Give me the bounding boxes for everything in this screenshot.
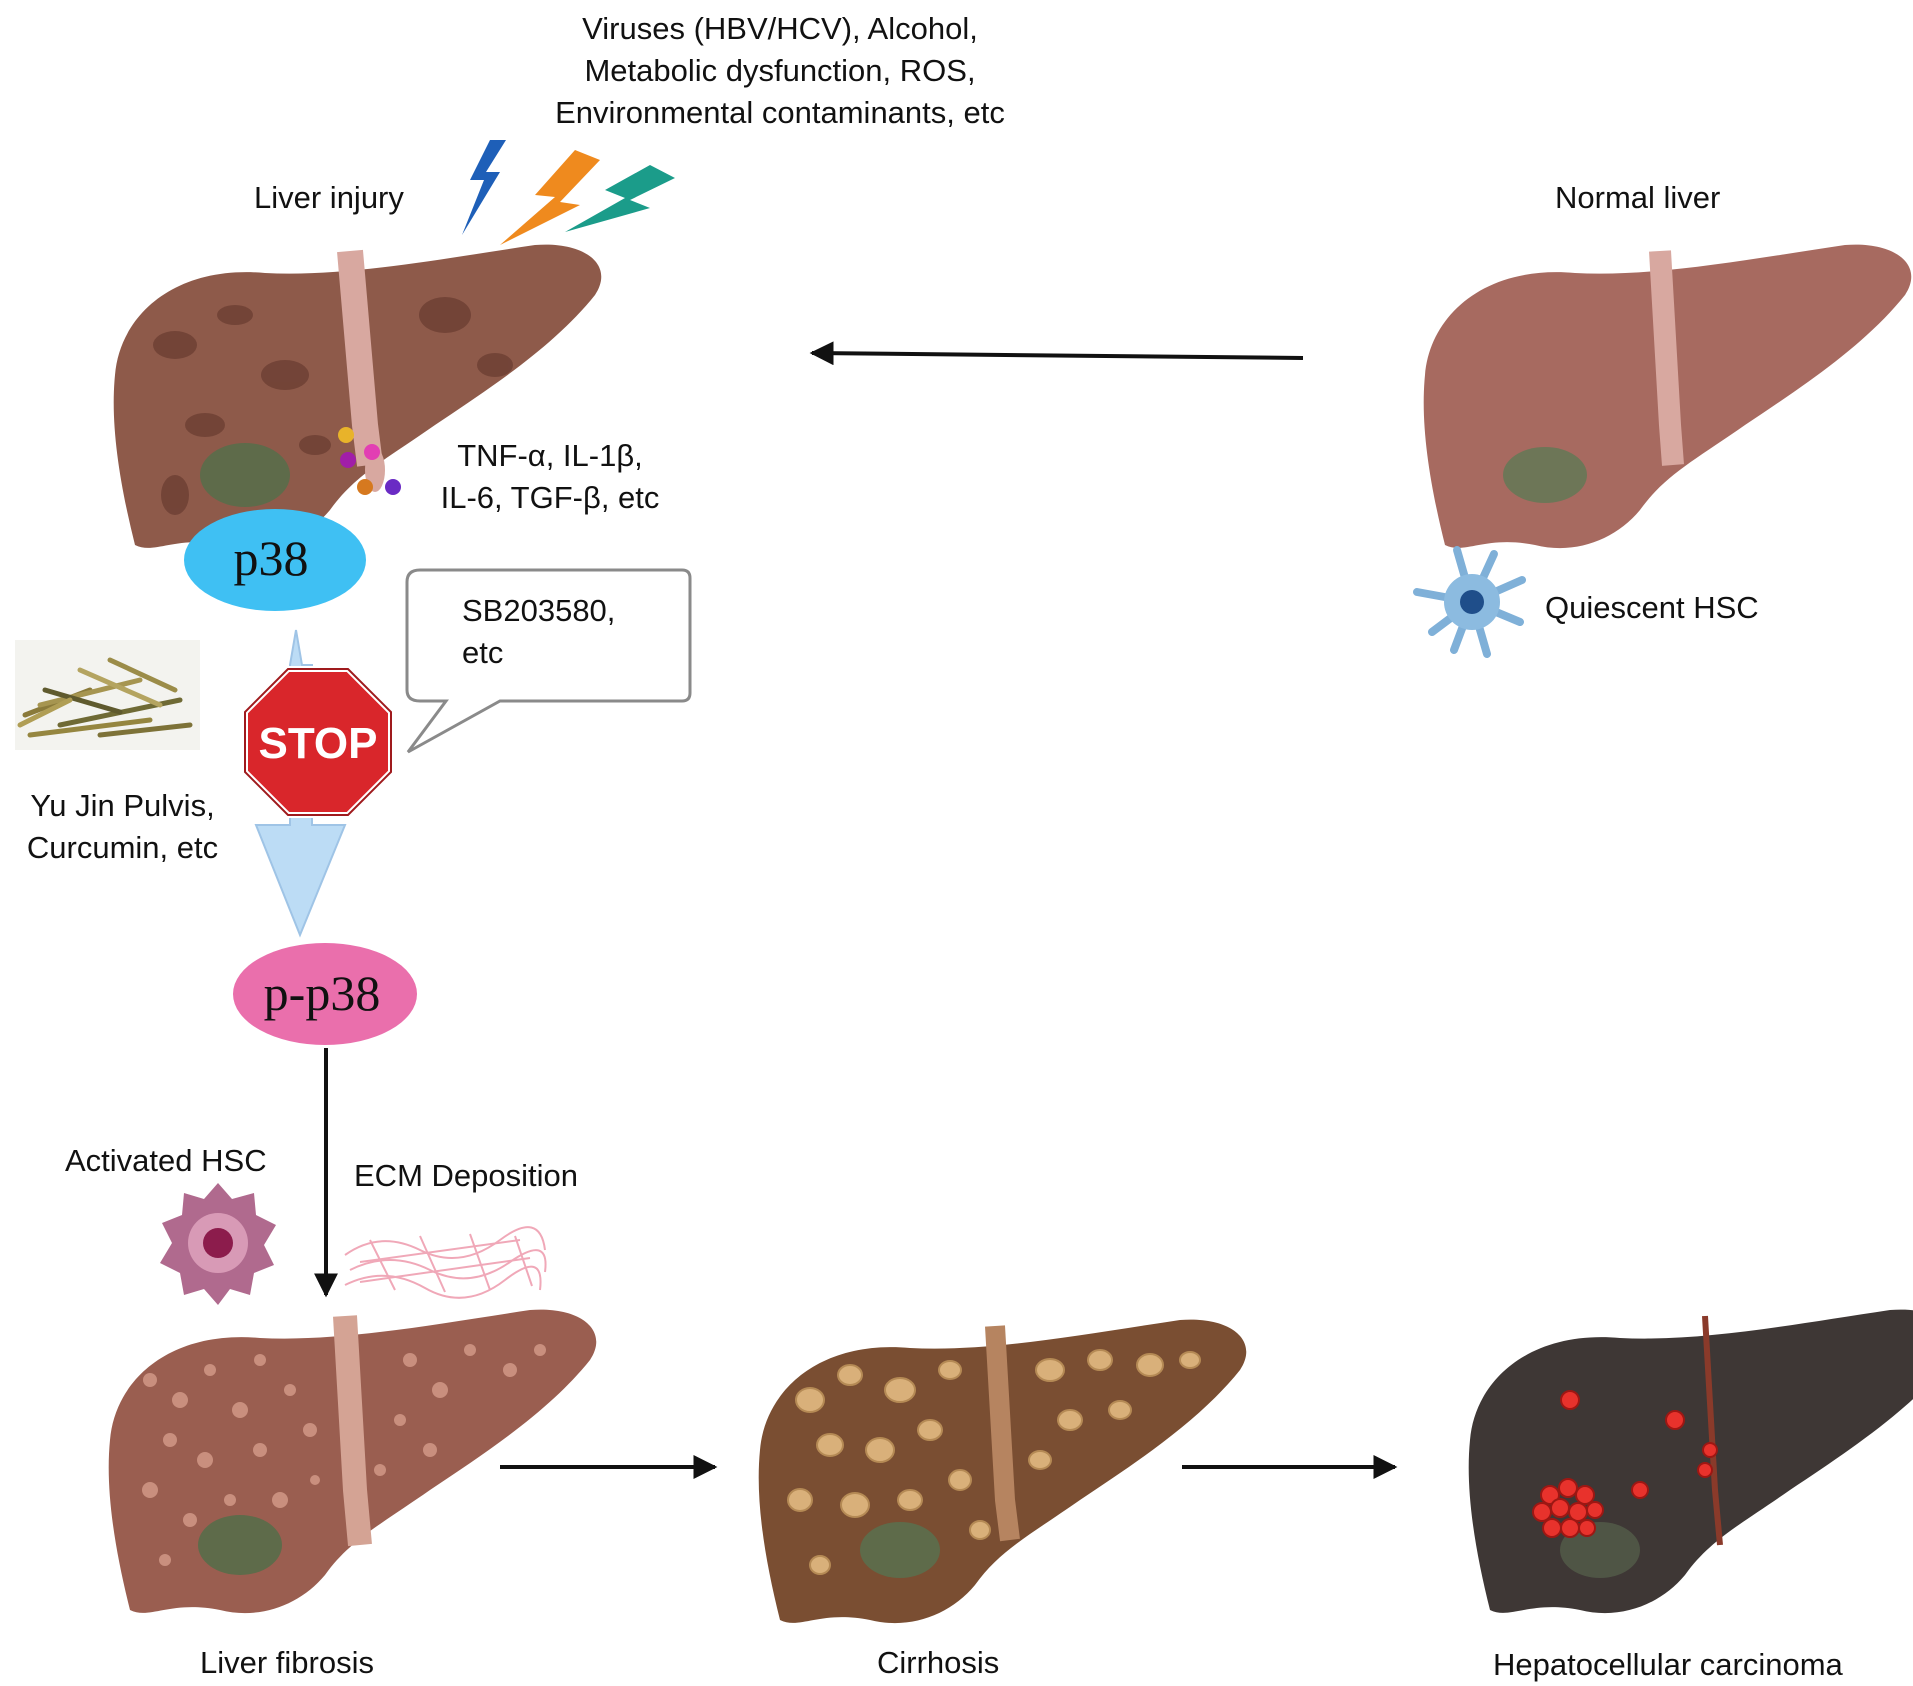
pp38-node: p-p38 <box>233 943 417 1045</box>
herbal-medicine-image <box>15 640 200 750</box>
stage-fibrosis-label: Liver fibrosis <box>200 1645 374 1680</box>
liver-injury-label: Liver injury <box>254 180 404 215</box>
cirrhotic-liver-illustration <box>758 1319 1247 1624</box>
triggers-line-2: Metabolic dysfunction, ROS, <box>584 53 976 88</box>
orange-lightning-icon <box>500 150 600 245</box>
quiescent-hsc-label: Quiescent HSC <box>1545 590 1759 625</box>
stop-sign-icon: STOP <box>242 666 394 818</box>
lightning-icons <box>462 140 675 245</box>
herbal-label: Yu Jin Pulvis, Curcumin, etc <box>0 785 245 869</box>
herbal-line-1: Yu Jin Pulvis, <box>30 788 215 823</box>
stage-hcc-label: Hepatocellular carcinoma <box>1493 1647 1843 1682</box>
ecm-deposition-label: ECM Deposition <box>354 1158 578 1193</box>
activated-hsc-label: Activated HSC <box>65 1143 267 1178</box>
stop-label: STOP <box>258 719 377 768</box>
normal-liver-label: Normal liver <box>1555 180 1721 215</box>
p38-label: p38 <box>234 530 309 586</box>
cytokines-line-1: TNF-α, IL-1β, <box>457 438 643 473</box>
blue-lightning-icon <box>462 140 506 235</box>
hcc-liver-illustration <box>1468 1309 1913 1614</box>
triggers-line-3: Environmental contaminants, etc <box>555 95 1005 130</box>
cytokine-dots <box>338 427 401 495</box>
cytokines-label: TNF-α, IL-1β, IL-6, TGF-β, etc <box>425 435 675 519</box>
teal-lightning-icon <box>565 165 675 232</box>
activated-hsc-icon <box>160 1183 276 1305</box>
inhibitor-callout-bubble <box>405 568 692 754</box>
herbal-line-2: Curcumin, etc <box>26 830 219 865</box>
tumor-cluster <box>1532 1478 1604 1538</box>
triggers-label: Viruses (HBV/HCV), Alcohol, Metabolic dy… <box>520 8 1040 134</box>
inhibitor-line-1: SB203580, <box>462 593 616 628</box>
p38-node: p38 <box>184 509 366 611</box>
stage-cirrhosis-label: Cirrhosis <box>877 1645 1000 1680</box>
cytokines-line-2: IL-6, TGF-β, etc <box>440 480 660 515</box>
normal-liver-illustration <box>1423 244 1912 549</box>
arrow-normal-to-injury <box>809 341 1304 366</box>
fibrotic-liver-illustration <box>108 1309 597 1614</box>
quiescent-hsc-icon <box>1413 546 1526 658</box>
triggers-line-1: Viruses (HBV/HCV), Alcohol, <box>582 11 978 46</box>
ecm-fibers-icon <box>344 1226 547 1299</box>
inhibitor-line-2: etc <box>462 635 504 670</box>
inhibitor-callout-text: SB203580, etc <box>462 590 615 674</box>
pp38-label: p-p38 <box>264 965 381 1021</box>
